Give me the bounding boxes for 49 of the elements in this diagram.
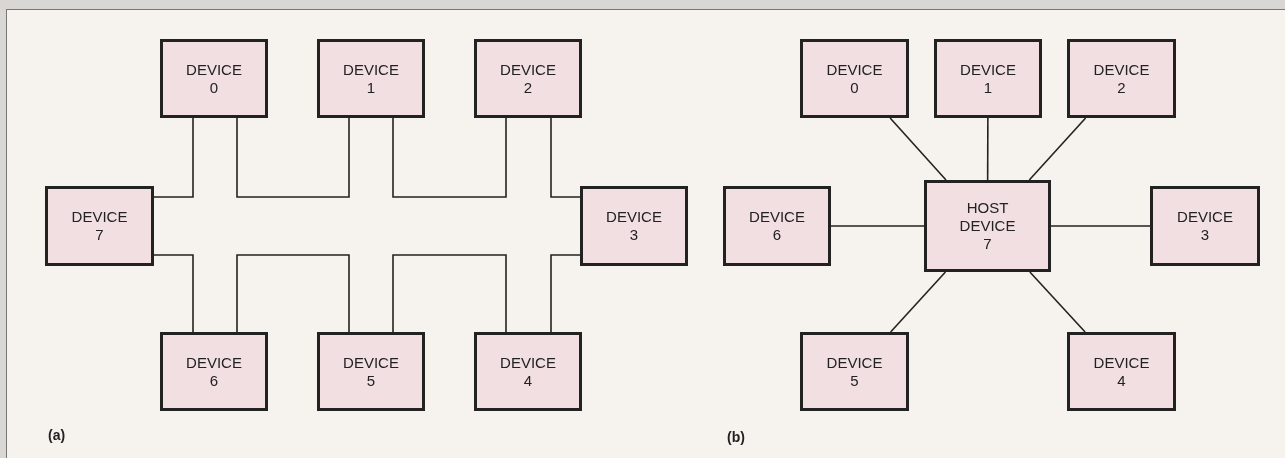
device-box (800, 332, 909, 411)
device-label: DEVICE 2 (500, 60, 556, 97)
device-box (800, 39, 909, 118)
device-label: DEVICE 5 (826, 353, 883, 390)
device-label: DEVICE 0 (186, 60, 242, 97)
connector-line (236, 254, 350, 333)
device-label: DEVICE 6 (186, 353, 242, 390)
connector-line (550, 254, 581, 333)
device-box (1067, 39, 1176, 118)
connector-line (1050, 225, 1151, 227)
device-box (580, 186, 688, 266)
device-label: DEVICE 7 (71, 208, 128, 244)
connector-line (153, 117, 194, 198)
connector-line (1028, 117, 1087, 181)
device-label: DEVICE 4 (500, 353, 556, 390)
device-label: DEVICE 0 (826, 60, 883, 97)
device-label: DEVICE 1 (343, 60, 399, 97)
device-box (934, 39, 1042, 118)
device-label: DEVICE 6 (749, 208, 805, 244)
panel-label: (b) (727, 429, 745, 445)
device-label: DEVICE 3 (1177, 208, 1233, 244)
device-box (317, 39, 425, 118)
connector-line (153, 254, 194, 333)
device-label: DEVICE 5 (343, 353, 399, 390)
connector-line (392, 254, 507, 333)
device-box (924, 180, 1051, 272)
device-box (474, 39, 582, 118)
device-box (317, 332, 425, 411)
device-box (474, 332, 582, 411)
device-label: DEVICE 3 (606, 208, 662, 244)
device-label: DEVICE 4 (1093, 353, 1150, 390)
device-label: HOST DEVICE 7 (959, 199, 1016, 253)
device-box (160, 332, 268, 411)
connector-line (1029, 271, 1086, 333)
connector-line (889, 117, 947, 181)
device-box (160, 39, 268, 118)
device-box (1067, 332, 1176, 411)
panel-label: (a) (48, 427, 66, 443)
connector-line (550, 117, 581, 198)
connector-line (236, 117, 350, 198)
device-box (1150, 186, 1260, 266)
connector-line (986, 117, 989, 181)
device-label: DEVICE 2 (1093, 60, 1150, 97)
connector-line (392, 117, 507, 198)
device-label: DEVICE 1 (960, 60, 1016, 97)
device-box (723, 186, 831, 266)
device-box (45, 186, 154, 266)
connector-line (889, 271, 947, 333)
connector-line (830, 225, 925, 227)
